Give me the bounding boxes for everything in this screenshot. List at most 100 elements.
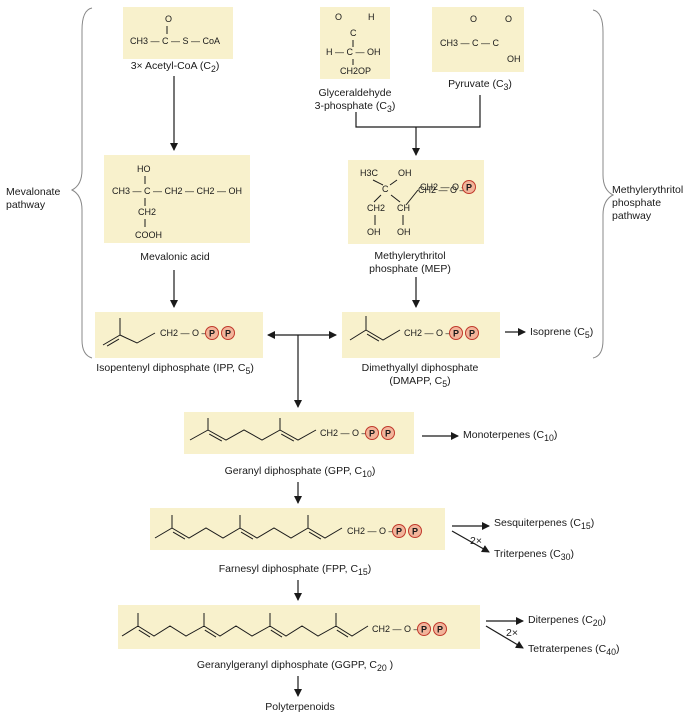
fpp-skeleton-double-bond-1 xyxy=(240,531,254,540)
dmapp-label: Dimethyallyl diphosphate (DMAPP, C5) xyxy=(361,362,479,390)
ipp-tail-phosphate-label-1: P xyxy=(225,329,231,339)
pyruvate-o2: O xyxy=(505,14,512,24)
mevalonate-pathway-label: Mevalonate pathway xyxy=(6,186,61,211)
acetyl-coa-structure: CH3 — C — S — CoA xyxy=(130,36,220,46)
mep-phosphate-label: P xyxy=(466,183,472,193)
mep-ch2: CH2 xyxy=(367,203,385,213)
right-brace xyxy=(592,9,615,359)
fpp-label: Farnesyl diphosphate (FPP, C15) xyxy=(218,563,372,578)
acetyl-coa-label: 3× Acetyl-CoA (C2) xyxy=(130,60,220,75)
mep-pathway-label: Methylerythritol phosphate pathway xyxy=(612,184,684,222)
g3p-c: C xyxy=(350,28,357,38)
gpp-tail-phosphate-0 xyxy=(365,426,379,440)
pyruvate-label: Pyruvate (C3) xyxy=(448,78,512,93)
gpp-box xyxy=(184,412,414,454)
monoterpenes-label: Monoterpenes (C10) xyxy=(463,429,558,444)
mevalonic-cooh: COOH xyxy=(135,230,162,240)
ipp-skeleton-double-bond-0 xyxy=(106,338,120,347)
mep-phosphate xyxy=(462,180,476,194)
ipp-box xyxy=(95,312,263,358)
acetyl-coa-o: O xyxy=(165,14,172,24)
dmapp-tail-text: CH2 — O — xyxy=(404,328,455,338)
ipp-tail-phosphate-0 xyxy=(205,326,219,340)
mep-c: C xyxy=(382,184,389,194)
pyruvate-oh: OH xyxy=(507,54,521,64)
fpp-tail-phosphate-1 xyxy=(408,524,422,538)
ggpp-skeleton-double-bond-0 xyxy=(138,629,151,638)
mevalonic-ho: HO xyxy=(137,164,151,174)
arrow-to-triterpenes xyxy=(451,530,490,553)
dmapp-skeleton-double-bond-0 xyxy=(366,333,380,342)
mep-oh1: OH xyxy=(398,168,412,178)
ggpp-tail-phosphate-1 xyxy=(433,622,447,636)
ggpp-tail-text: CH2 — O — xyxy=(372,624,423,634)
g3p-label: Glyceraldehyde 3-phosphate (C3) xyxy=(314,87,396,115)
mevalonic-ch2: CH2 xyxy=(138,207,156,217)
dmapp-tail-phosphate-1 xyxy=(465,326,479,340)
fpp-skeleton xyxy=(154,515,343,539)
ggpp-2x-label: 2× xyxy=(506,627,518,639)
ggpp-label: Geranylgeranyl diphosphate (GGPP, C20 ) xyxy=(196,659,394,674)
pyruvate-o1: O xyxy=(470,14,477,24)
gpp-label: Geranyl diphosphate (GPP, C10) xyxy=(224,465,376,480)
mevalonic-label: Mevalonic acid xyxy=(140,251,210,263)
g3p-box xyxy=(320,7,390,79)
diterpenes-label: Diterpenes (C20) xyxy=(528,614,607,629)
mep-label: Methylerythritol phosphate (MEP) xyxy=(369,250,451,275)
gpp-skeleton-double-bond-0 xyxy=(209,433,223,442)
sesquiterpenes-label: Sesquiterpenes (C15) xyxy=(494,517,595,532)
fpp-tail-phosphate-label-0: P xyxy=(396,527,402,537)
mep-ch: CH xyxy=(397,203,410,213)
ipp-skeleton xyxy=(102,318,156,346)
g3p-bottom: CH2OP xyxy=(340,66,371,76)
mep-ch2op: CH2 — O — xyxy=(420,182,471,192)
ipp-label: Isopentenyl diphosphate (IPP, C5) xyxy=(96,362,254,377)
ipp-tail-phosphate-label-0: P xyxy=(209,329,215,339)
left-brace xyxy=(70,7,93,359)
ggpp-tail-phosphate-0 xyxy=(417,622,431,636)
ggpp-skeleton xyxy=(121,613,369,637)
mevalonic-chain: CH3 — C — CH2 — CH2 — OH xyxy=(112,186,242,196)
fpp-tail-phosphate-0 xyxy=(392,524,406,538)
arrow-to-tetraterpenes xyxy=(485,625,524,649)
mep-oh2: OH xyxy=(367,227,381,237)
ggpp-tail-phosphate-label-1: P xyxy=(437,625,443,635)
fpp-tail-text: CH2 — O — xyxy=(347,526,398,536)
dmapp-tail-phosphate-label-1: P xyxy=(469,329,475,339)
ggpp-skeleton-double-bond-2 xyxy=(270,629,283,638)
gpp-skeleton xyxy=(189,418,317,441)
gpp-tail-text: CH2 — O — xyxy=(320,428,371,438)
g3p-o: O xyxy=(335,12,342,22)
acetyl-coa-box xyxy=(123,7,233,59)
tetraterpenes-label: Tetraterpenes (C40) xyxy=(528,643,620,658)
pyruvate-box xyxy=(432,7,524,72)
gpp-tail-phosphate-label-0: P xyxy=(369,429,375,439)
mep-h3c: H3C xyxy=(360,168,379,178)
dmapp-skeleton xyxy=(349,316,401,341)
mep-oh3: OH xyxy=(397,227,411,237)
gpp-tail-phosphate-label-1: P xyxy=(385,429,391,439)
fpp-2x-label: 2× xyxy=(470,535,482,547)
g3p-h: H xyxy=(368,12,375,22)
isoprene-label: Isoprene (C5) xyxy=(530,326,594,341)
gpp-skeleton-double-bond-1 xyxy=(281,433,295,442)
ipp-tail-phosphate-1 xyxy=(221,326,235,340)
ggpp-skeleton-double-bond-3 xyxy=(336,629,349,638)
dmapp-tail-phosphate-label-0: P xyxy=(453,329,459,339)
arrow-g3p-join xyxy=(355,95,481,128)
g3p-mid: H — C — OH xyxy=(326,47,381,57)
fpp-tail-phosphate-label-1: P xyxy=(412,527,418,537)
polyterpenoids-label: Polyterpenoids xyxy=(265,701,335,713)
triterpenes-label: Triterpenes (C30) xyxy=(494,548,574,563)
pyruvate-structure: CH3 — C — C xyxy=(440,38,500,48)
mep-tail-phosphate-text: CH2 — O — xyxy=(418,185,469,195)
ggpp-skeleton-double-bond-1 xyxy=(204,629,217,638)
mevalonic-box xyxy=(104,155,250,243)
ggpp-tail-phosphate-label-0: P xyxy=(421,625,427,635)
dmapp-tail-phosphate-0 xyxy=(449,326,463,340)
ipp-tail-text: CH2 — O — xyxy=(160,328,211,338)
mep-box xyxy=(348,160,484,244)
fpp-skeleton-double-bond-2 xyxy=(308,531,322,540)
fpp-skeleton-double-bond-0 xyxy=(172,531,186,540)
